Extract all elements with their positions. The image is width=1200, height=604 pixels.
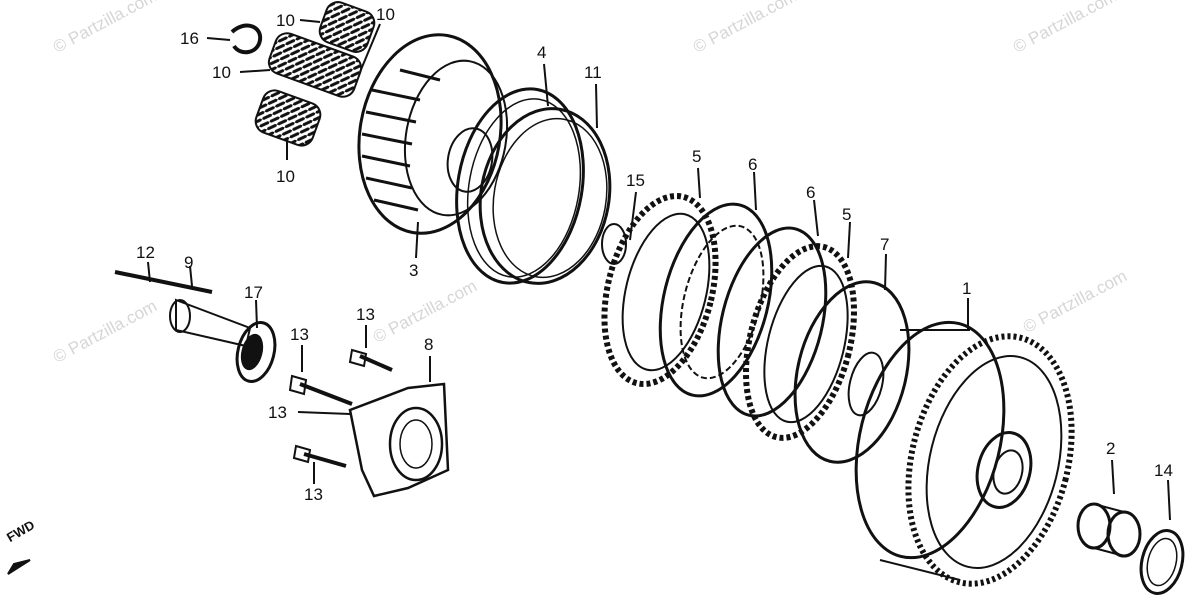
callout-part-11[interactable]: 11 xyxy=(584,63,602,82)
callout-part-5[interactable]: 5 xyxy=(842,205,852,224)
callout-part-17[interactable]: 17 xyxy=(244,283,263,302)
callout-part-10[interactable]: 10 xyxy=(276,167,295,186)
callout-part-2[interactable]: 2 xyxy=(1106,439,1116,458)
callout-part-13[interactable]: 13 xyxy=(304,485,323,504)
callout-part-13[interactable]: 13 xyxy=(356,305,375,324)
callout-part-10[interactable]: 10 xyxy=(376,5,395,24)
callout-part-6[interactable]: 6 xyxy=(806,183,816,202)
callout-part-14[interactable]: 14 xyxy=(1154,461,1173,480)
callout-part-8[interactable]: 8 xyxy=(424,335,434,354)
callout-part-16[interactable]: 16 xyxy=(180,29,199,48)
callout-part-13[interactable]: 13 xyxy=(268,403,287,422)
callout-part-10[interactable]: 10 xyxy=(212,63,231,82)
callout-part-9[interactable]: 9 xyxy=(184,253,194,272)
callout-part-6[interactable]: 6 xyxy=(748,155,758,174)
callout-part-1[interactable]: 1 xyxy=(962,279,972,298)
callout-part-3[interactable]: 3 xyxy=(409,261,419,280)
callout-part-4[interactable]: 4 xyxy=(537,43,547,62)
callout-part-10[interactable]: 10 xyxy=(276,11,295,30)
callout-part-5[interactable]: 5 xyxy=(692,147,702,166)
callout-part-13[interactable]: 13 xyxy=(290,325,309,344)
callout-part-7[interactable]: 7 xyxy=(880,235,890,254)
callout-part-15[interactable]: 15 xyxy=(626,171,645,190)
callout-part-12[interactable]: 12 xyxy=(136,243,155,262)
